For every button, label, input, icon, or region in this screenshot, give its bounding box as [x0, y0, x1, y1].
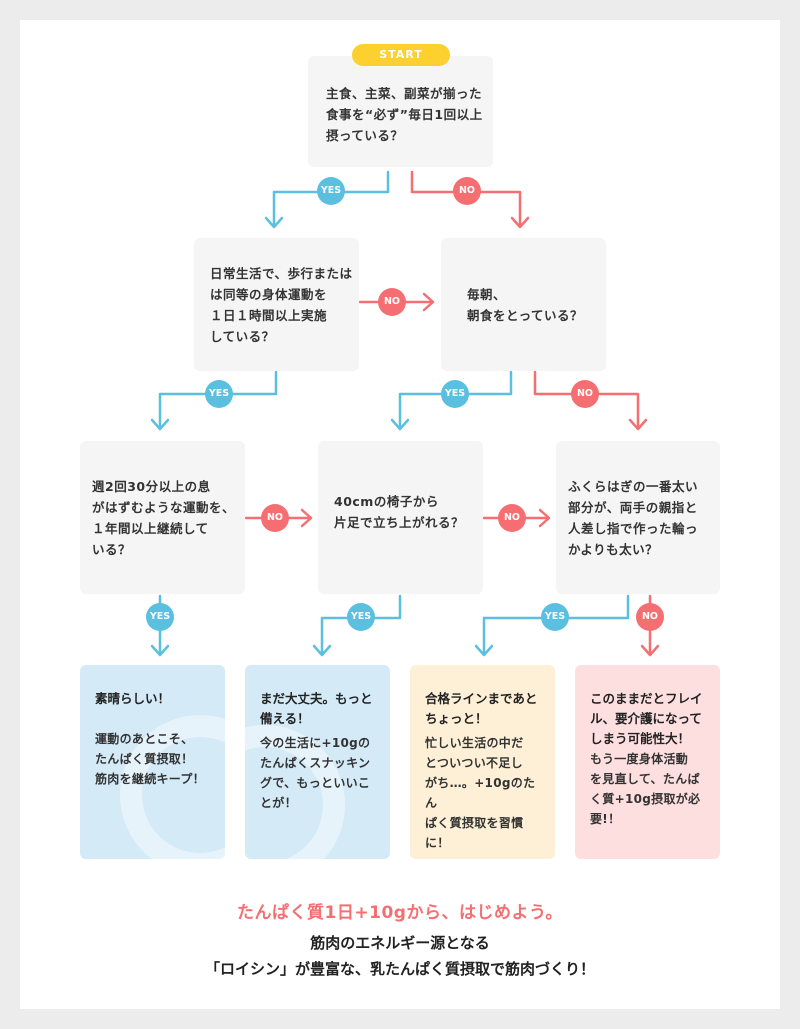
yes-badge-q3: YES: [441, 380, 469, 408]
arrowhead-q4-no: [300, 508, 313, 528]
yes-badge-q1: YES: [317, 177, 345, 205]
question-q4: 週2回30分以上の息 がはずむような運動を、 １年間以上継続して いる？: [80, 441, 245, 594]
result-4-body: もう一度身体活動 を見直して、たんぱ く質+10g摂取が必 要!！: [590, 752, 701, 826]
question-q3-text: 毎朝、 朝食をとっている？: [467, 286, 584, 323]
question-q5-text: 40cmの椅子から 片足で立ち上がれる？: [334, 493, 465, 530]
question-q2: 日常生活で、歩行または は同等の身体運動を １日１時間以上実施 している？: [194, 238, 359, 371]
no-badge-q1: NO: [453, 177, 481, 205]
arrowhead-q5-no: [538, 508, 551, 528]
arrowhead-q1-no: [510, 216, 530, 229]
question-q4-text: 週2回30分以上の息 がはずむような運動を、 １年間以上継続して いる？: [92, 478, 236, 557]
yes-badge-q6: YES: [541, 603, 569, 631]
arrowhead-q4-yes: [150, 644, 170, 657]
no-badge-q5: NO: [498, 504, 526, 532]
arrowhead-q3-yes: [390, 418, 410, 431]
yes-badge-q4: YES: [146, 603, 174, 631]
no-badge-q4: NO: [261, 504, 289, 532]
question-q6: ふくらはぎの一番太い 部分が、両手の親指と 人差し指で作った輪っ かよりも太い？: [556, 441, 720, 594]
result-1-title: 素晴らしい！: [95, 691, 171, 706]
arrowhead-q1-yes: [264, 216, 284, 229]
footer-line-2: 「ロイシン」が豊富な、乳たんぱく質摂取で筋肉づくり！: [204, 960, 595, 978]
result-3-title: 合格ラインまであと ちょっと！: [425, 691, 538, 726]
yes-badge-q2: YES: [205, 380, 233, 408]
question-q5: 40cmの椅子から 片足で立ち上がれる？: [318, 441, 483, 594]
no-badge-q6: NO: [636, 603, 664, 631]
result-card-1: 素晴らしい！ 運動のあとこそ、 たんぱく質摂取！ 筋肉を継続キープ！: [80, 665, 225, 859]
arrowhead-q3-no: [628, 418, 648, 431]
result-card-4: このままだとフレイ ル、要介護になって しまう可能性大！ もう一度身体活動 を見…: [575, 665, 720, 859]
yes-badge-q5: YES: [347, 603, 375, 631]
arrowhead-q5-yes: [312, 644, 332, 657]
arrowhead-q6-yes: [474, 644, 494, 657]
result-2-title: まだ大丈夫。もっと 備える！: [260, 691, 373, 726]
arrowhead-q2-no: [422, 292, 435, 312]
result-2-body: 今の生活に+10gの たんぱくスナッキン グで、もっといいこ とが！: [260, 736, 371, 810]
arrowhead-q6-no: [640, 644, 660, 657]
question-q1: 主食、主菜、副菜が揃った 食事を“必ず”毎日1回以上 摂っている？: [308, 56, 493, 167]
no-badge-q2: NO: [378, 288, 406, 316]
question-q2-text: 日常生活で、歩行または は同等の身体運動を １日１時間以上実施 している？: [210, 265, 353, 344]
result-3-body: 忙しい生活の中だ とついつい不足し がち…。+10gのたん ぱく質摂取を習慣 に…: [425, 736, 536, 850]
no-badge-q3: NO: [571, 380, 599, 408]
start-badge: START: [352, 44, 450, 66]
result-card-2: まだ大丈夫。もっと 備える！ 今の生活に+10gの たんぱくスナッキン グで、も…: [245, 665, 390, 859]
result-1-body: 運動のあとこそ、 たんぱく質摂取！ 筋肉を継続キープ！: [95, 732, 205, 786]
result-4-title: このままだとフレイ ル、要介護になって しまう可能性大！: [590, 691, 703, 746]
arrowhead-q2-yes: [150, 418, 170, 431]
question-q1-text: 主食、主菜、副菜が揃った 食事を“必ず”毎日1回以上 摂っている？: [326, 86, 483, 143]
footer-line-1: 筋肉のエネルギー源となる: [310, 934, 490, 952]
footer-headline: たんぱく質1日+10gから、はじめよう。: [237, 903, 563, 923]
question-q3: 毎朝、 朝食をとっている？: [441, 238, 606, 371]
result-card-3: 合格ラインまであと ちょっと！ 忙しい生活の中だ とついつい不足し がち…。+1…: [410, 665, 555, 859]
question-q6-text: ふくらはぎの一番太い 部分が、両手の親指と 人差し指で作った輪っ かよりも太い？: [568, 478, 699, 557]
